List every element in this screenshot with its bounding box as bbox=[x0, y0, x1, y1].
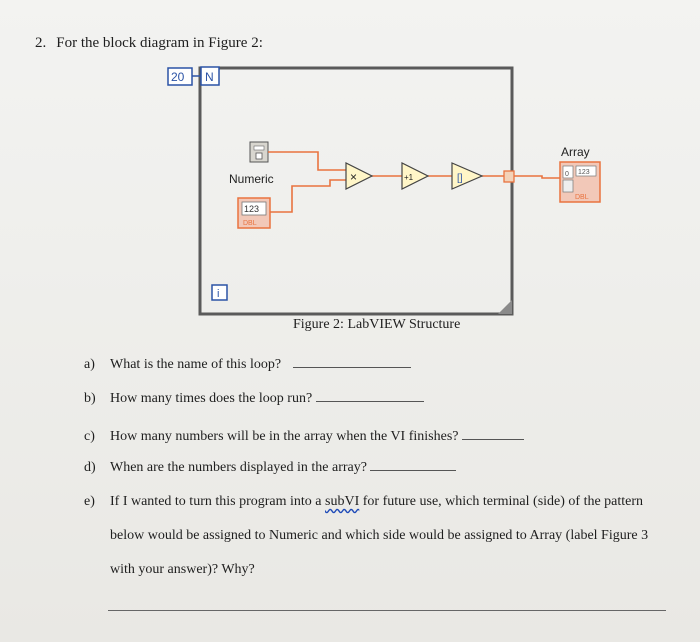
subquestion-label: e) bbox=[84, 494, 95, 509]
answer-blank[interactable] bbox=[462, 439, 524, 440]
subvi-term: subVI bbox=[325, 494, 360, 509]
figure-caption: Figure 2: LabVIEW Structure bbox=[293, 317, 461, 332]
answer-blank[interactable] bbox=[315, 401, 424, 402]
random-number-icon bbox=[249, 141, 269, 163]
count-terminal-text: N bbox=[205, 70, 214, 84]
question-number: 2. bbox=[35, 35, 47, 51]
question-heading: 2. For the block diagram in Figure 2: bbox=[35, 35, 263, 52]
numeric-value: 123 bbox=[244, 204, 259, 214]
subquestion-label: d) bbox=[84, 460, 96, 475]
iteration-terminal bbox=[211, 284, 228, 301]
subquestion-b: b) How many times does the loop run? bbox=[84, 390, 424, 407]
subquestion-line3: with your answer)? Why? bbox=[110, 562, 255, 577]
subquestion-e: e) If I wanted to turn this program into … bbox=[84, 493, 684, 578]
subquestion-text-after: for future use, which terminal (side) of… bbox=[359, 494, 644, 509]
build-array-symbol: [] bbox=[457, 173, 463, 184]
answer-line[interactable] bbox=[108, 610, 666, 611]
increment-node bbox=[401, 162, 430, 190]
subquestion-d: d) When are the numbers displayed in the … bbox=[84, 459, 457, 476]
answer-blank[interactable] bbox=[292, 367, 411, 368]
subquestion-label: a) bbox=[84, 357, 95, 372]
numeric-label: Numeric bbox=[229, 172, 274, 186]
answer-blank[interactable] bbox=[370, 470, 457, 471]
for-loop-frame bbox=[198, 66, 514, 316]
build-array-node bbox=[451, 162, 484, 190]
block-diagram: 20 N i Numeric 123 DBL × +1 [] Array 0 1… bbox=[167, 66, 601, 316]
auto-index-tunnel bbox=[503, 170, 515, 183]
numeric-type: DBL bbox=[243, 220, 257, 227]
iteration-terminal-text: i bbox=[217, 288, 219, 300]
count-terminal bbox=[200, 66, 220, 86]
loop-count-text: 20 bbox=[171, 70, 185, 84]
array-label: Array bbox=[561, 145, 590, 159]
wires bbox=[268, 151, 560, 213]
subquestion-text: How many times does the loop run? bbox=[110, 391, 313, 406]
question-text: For the block diagram in Figure 2: bbox=[56, 35, 263, 51]
subquestion-text: When are the numbers displayed in the ar… bbox=[110, 460, 367, 475]
multiply-symbol: × bbox=[350, 170, 357, 184]
subquestion-label: b) bbox=[84, 391, 96, 406]
subquestion-c: c) How many numbers will be in the array … bbox=[84, 428, 524, 445]
subquestion-line2: below would be assigned to Numeric and w… bbox=[110, 528, 649, 543]
subquestion-a: a) What is the name of this loop? bbox=[84, 356, 411, 373]
array-type: DBL bbox=[575, 194, 589, 201]
subquestion-label: c) bbox=[84, 429, 95, 444]
increment-symbol: +1 bbox=[404, 173, 414, 182]
array-value: 123 bbox=[578, 169, 590, 176]
subquestion-text: How many numbers will be in the array wh… bbox=[110, 429, 459, 444]
subquestion-text: What is the name of this loop? bbox=[110, 357, 282, 372]
array-index: 0 bbox=[565, 171, 569, 178]
loop-corner-tab bbox=[498, 300, 512, 314]
subquestion-text-before: If I wanted to turn this program into a bbox=[110, 494, 326, 509]
multiply-node bbox=[345, 162, 374, 190]
